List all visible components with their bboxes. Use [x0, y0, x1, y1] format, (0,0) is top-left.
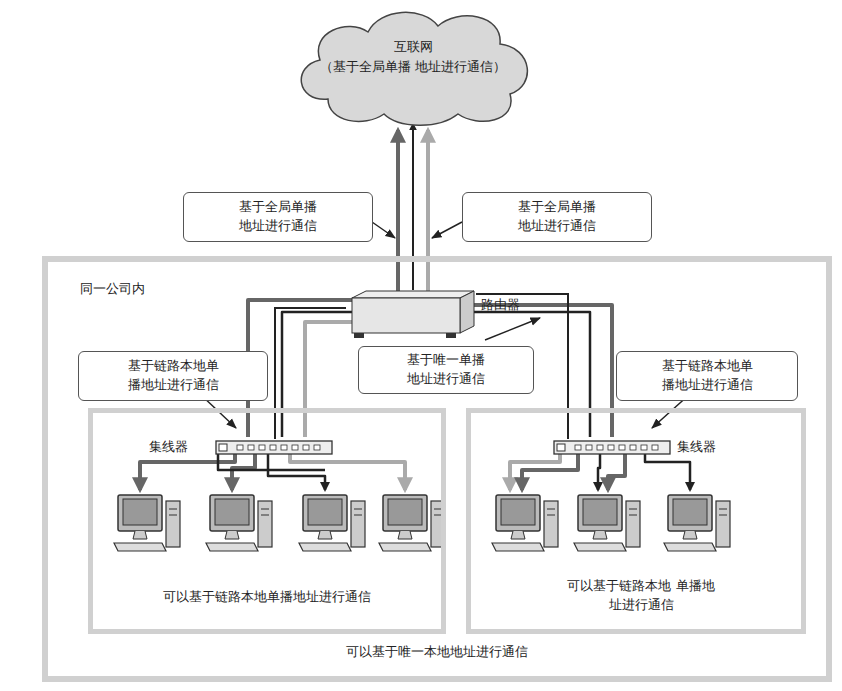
company-region: 同一公司内可以基于唯一本地地址进行通信 路由器基于链路本地单 播地址进行通信 基于唯…	[42, 256, 832, 682]
callout-text: 基于链路本地单 播地址进行通信	[660, 357, 754, 395]
node-label: 路由器	[481, 296, 520, 315]
hub: 集线器	[551, 439, 731, 457]
connector	[412, 124, 414, 290]
node-note: 可以基于唯一本地地址进行通信	[48, 643, 826, 662]
callout-text: 基于全局单播 地址进行通信	[510, 198, 604, 236]
hub-body	[215, 439, 333, 457]
callout-box: 基于唯一单播 地址进行通信	[358, 346, 534, 394]
router-body	[346, 290, 476, 340]
subnet-region: 可以基于链路本地单播地址进行通信 集线器	[88, 408, 446, 634]
node-label: 同一公司内	[80, 280, 145, 299]
callout-box: 基于全局单播 地址进行通信	[462, 192, 652, 242]
callout-box: 基于全局单播 地址进行通信	[183, 192, 373, 242]
node-label: 集线器	[677, 438, 716, 457]
node-label: 互联网	[288, 38, 538, 57]
node-label: 可以基于链路本地 单播地址进行通信	[561, 577, 721, 615]
hub: 集线器	[143, 439, 333, 457]
hub-body	[553, 439, 671, 457]
callout-text: 基于全局单播 地址进行通信	[231, 198, 325, 236]
node-label: 可以基于链路本地单播地址进行通信	[93, 588, 441, 607]
node-note: （基于全局单播 地址进行通信）	[288, 58, 538, 77]
connector	[275, 308, 346, 439]
callout-text: 基于唯一单播 地址进行通信	[399, 351, 493, 389]
callout-box: 基于链路本地单 播地址进行通信	[78, 351, 268, 401]
router: 路由器	[346, 290, 526, 340]
callout-box: 基于链路本地单 播地址进行通信	[616, 351, 798, 401]
cloud: 互联网（基于全局单播 地址进行通信）	[288, 4, 538, 128]
subnet-region: 可以基于链路本地 单播地址进行通信 集线器	[466, 408, 806, 634]
callout-text: 基于链路本地单 播地址进行通信	[126, 357, 220, 395]
node-label: 集线器	[149, 438, 188, 457]
